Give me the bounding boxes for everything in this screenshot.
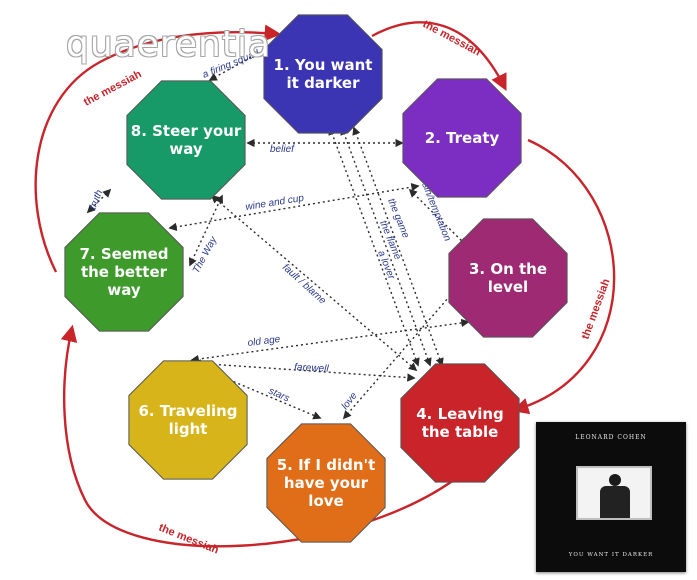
edge-line-0 xyxy=(208,39,284,81)
node-octagon-n5 xyxy=(266,423,386,543)
edge-line-5 xyxy=(408,188,468,247)
messiah-label-3: the messiah xyxy=(82,68,144,109)
edge-label-9: fault / blame xyxy=(280,262,328,307)
node-label-n7-1: the better xyxy=(81,263,168,281)
node-label-n8-0: 8. Steer your xyxy=(131,122,242,140)
node-label-n6-1: light xyxy=(169,420,208,438)
watermark-text: quaerentia xyxy=(66,24,272,65)
album-cover: LEONARD COHEN YOU WANT IT DARKER xyxy=(536,422,686,572)
edge-label-12: stars xyxy=(267,386,291,405)
messiah-label-2: the messiah xyxy=(157,522,221,557)
edge-line-13 xyxy=(342,280,464,420)
node-label-n7-2: way xyxy=(107,281,141,299)
node-octagon-n2 xyxy=(402,78,522,198)
album-figure-body xyxy=(600,486,630,518)
node-label-n4-0: 4. Leaving xyxy=(416,405,504,423)
node-label-n7-0: 7. Seemed xyxy=(79,245,168,263)
edge-label-1: belief xyxy=(270,144,295,155)
node-label-n3-1: level xyxy=(488,278,528,296)
edge-label-10: old age xyxy=(247,334,281,349)
edge-line-2 xyxy=(86,188,112,214)
messiah-label-1: the messiah xyxy=(580,277,613,341)
node-label-n4-1: the table xyxy=(422,423,499,441)
messiah-arrow-1-2 xyxy=(371,21,507,92)
album-title: YOU WANT IT DARKER xyxy=(568,552,654,558)
node-octagon-n3 xyxy=(448,218,568,338)
album-figure-head xyxy=(609,474,621,486)
edge-line-10 xyxy=(190,318,470,364)
edge-label-13: love xyxy=(340,390,360,412)
node-label-n3-0: 3. On the xyxy=(469,260,547,278)
node-label-n1-0: 1. You want xyxy=(274,56,373,74)
node-octagon-n4 xyxy=(400,363,520,483)
node-octagon-n7 xyxy=(64,212,184,332)
node-octagon-n8 xyxy=(126,80,246,200)
node-label-n1-1: it darker xyxy=(287,74,361,92)
edge-lines xyxy=(86,39,470,420)
album-window-image xyxy=(576,466,652,520)
node-octagon-n1 xyxy=(263,14,383,134)
node-n2: 2. Treaty xyxy=(402,78,522,198)
node-octagon-n6 xyxy=(128,360,248,480)
node-label-n5-0: 5. If I didn't xyxy=(277,456,376,474)
edge-label-2: truth xyxy=(88,188,106,211)
node-label-n2-0: 2. Treaty xyxy=(425,129,500,147)
album-artist: LEONARD COHEN xyxy=(575,434,647,441)
node-label-n5-2: love xyxy=(308,492,343,510)
messiah-arrow-7-1 xyxy=(34,24,282,273)
node-label-n5-1: have your xyxy=(284,474,369,492)
node-label-n6-0: 6. Traveling xyxy=(138,402,237,420)
messiah-arrow-2-4 xyxy=(511,138,616,415)
messiah-label-0: the messiah xyxy=(421,18,483,59)
edge-label-11: farewell xyxy=(294,362,330,375)
node-label-n8-1: way xyxy=(169,140,203,158)
